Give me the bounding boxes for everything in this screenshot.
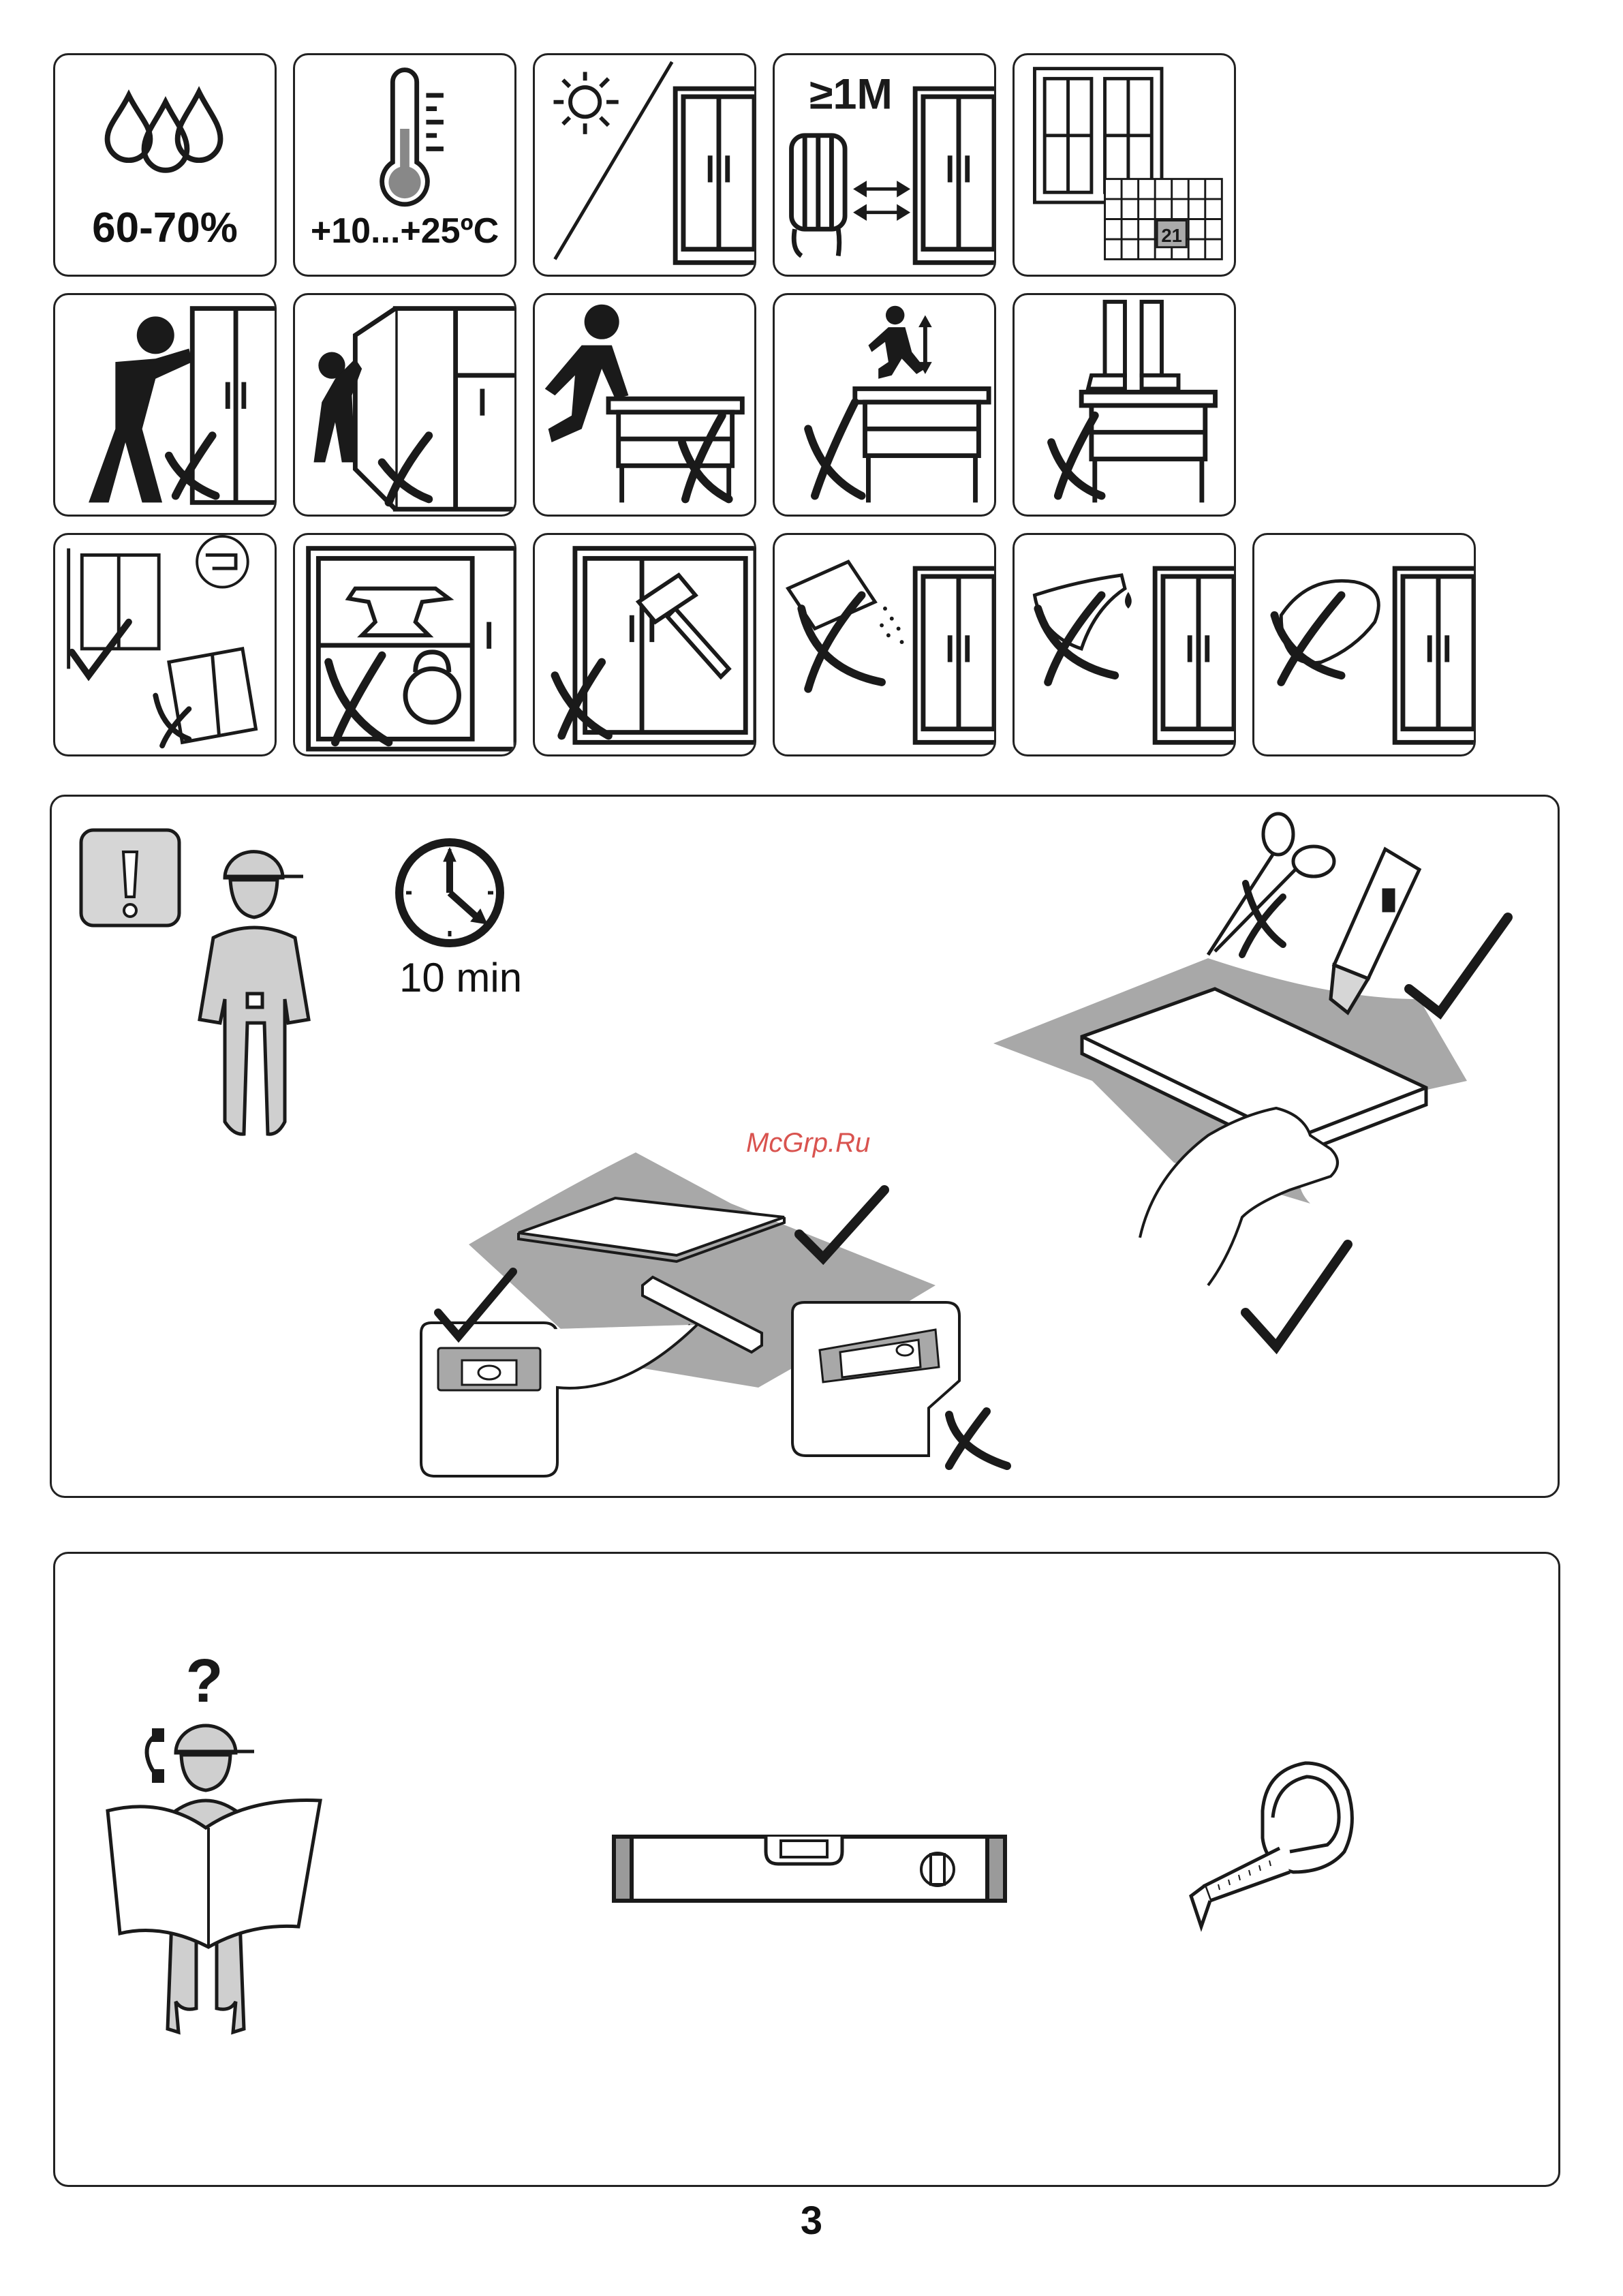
tipping-cabinet-icon — [169, 649, 256, 742]
person-standing-icon — [868, 306, 931, 379]
watermark-text: McGrp.Ru — [746, 1128, 870, 1159]
drop-icon — [1125, 592, 1132, 609]
temperature-label: +10...+25ºC — [295, 211, 514, 251]
tools-illustration: ? — [53, 1552, 1560, 2187]
open-cabinet-icon — [309, 549, 514, 750]
cabinet-icon — [355, 309, 514, 510]
no-abrasive-cleaning-tile — [773, 533, 996, 756]
do-not-step-tile — [1013, 293, 1236, 517]
do-not-sit-tile — [533, 293, 756, 517]
humidity-label: 60-70% — [55, 204, 275, 252]
check-icon — [1409, 917, 1508, 1013]
cabinet-icon — [1155, 568, 1234, 742]
spirit-level-icon — [614, 1837, 1005, 1901]
do-not-stand-tile — [773, 293, 996, 517]
phone-icon — [147, 1730, 163, 1781]
sun-icon — [553, 72, 618, 134]
cabinet-icon — [192, 309, 275, 503]
dust-icon — [880, 607, 903, 644]
no-hammer-tile — [533, 533, 756, 756]
dresser-icon — [855, 388, 989, 502]
page-number: 3 — [0, 2198, 1623, 2244]
person-sitting-icon — [545, 305, 629, 442]
worker-icon — [200, 852, 309, 1135]
humidity-tile: 60-70% — [53, 53, 277, 277]
cabinet-icon — [575, 549, 754, 743]
cabinet-icon — [1395, 568, 1474, 742]
ventilation-calendar-tile: 21 — [1013, 53, 1236, 277]
person-pushing-icon — [89, 316, 192, 502]
question-mark-icon: ? — [186, 1647, 223, 1715]
check-icon — [1246, 1244, 1348, 1347]
time-label: 10 min — [399, 954, 522, 1001]
manual-icon — [108, 1801, 320, 1948]
radiator-icon — [792, 136, 846, 256]
wall-anchor-tile — [53, 533, 277, 756]
distance-label: ≥1M — [809, 71, 893, 119]
cross-icon — [949, 1411, 1007, 1466]
tape-measure-icon — [1191, 1763, 1352, 1927]
cabinet-icon — [915, 89, 994, 262]
anchored-cabinet-icon — [69, 549, 159, 669]
no-direct-sunlight-tile — [533, 53, 756, 277]
no-heavy-load-tile — [293, 533, 516, 756]
do-not-push-tile — [53, 293, 277, 517]
no-solvent-tile — [1252, 533, 1476, 756]
cabinet-icon — [675, 89, 754, 262]
bracket-detail-icon — [197, 536, 248, 587]
legs-on-dresser-icon — [1088, 302, 1179, 389]
distance-from-heater-tile: ≥1M — [773, 53, 996, 277]
double-arrow-icon — [856, 183, 908, 217]
no-liquid-cleaner-tile — [1013, 533, 1236, 756]
days-label: 21 — [1161, 225, 1182, 246]
attention-icon — [81, 830, 179, 925]
do-not-hang-tile — [293, 293, 516, 517]
cabinet-icon — [915, 568, 994, 742]
clock-icon — [399, 842, 500, 943]
svg-text:?: ? — [186, 1647, 223, 1715]
level-callout-bad — [792, 1302, 959, 1456]
temperature-tile: +10...+25ºC — [293, 53, 516, 277]
dresser-icon — [1081, 392, 1215, 502]
cross-icon — [808, 402, 862, 495]
